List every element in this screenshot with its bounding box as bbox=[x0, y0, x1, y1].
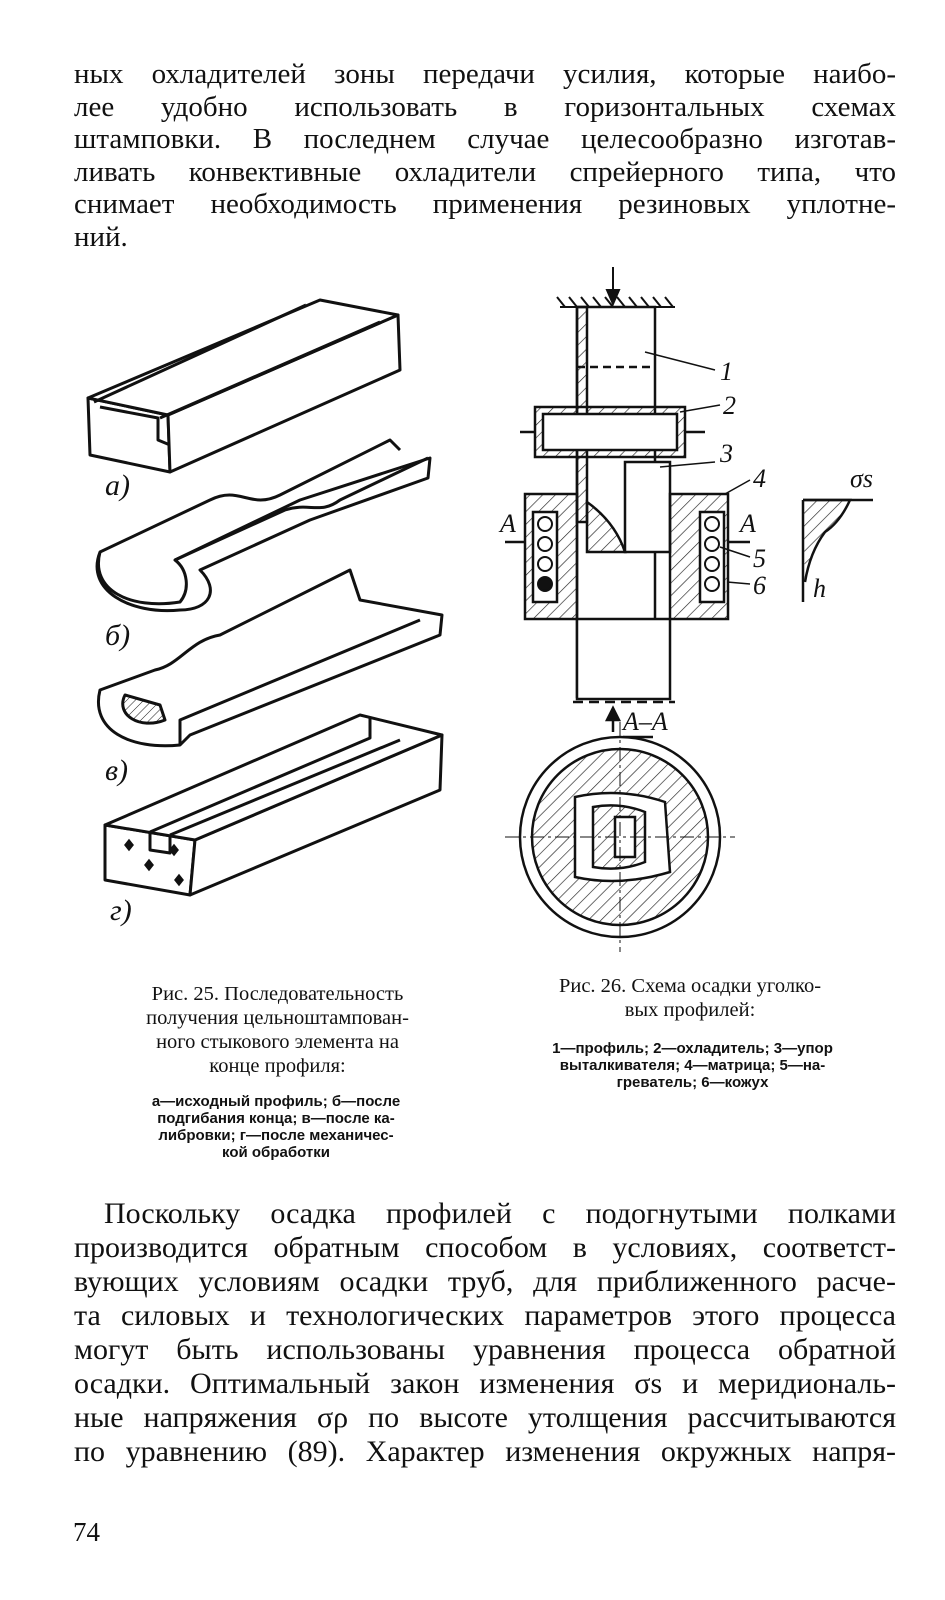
graph-sigma-label: σs bbox=[850, 464, 873, 493]
legend-line: 1—профиль; 2—охладитель; 3—упор bbox=[552, 1040, 833, 1057]
caption-line: ного стыкового элемента на bbox=[156, 1031, 399, 1053]
profile-v-drawing bbox=[97, 568, 444, 748]
legend-line: либровки; г—после механичес- bbox=[158, 1127, 394, 1144]
text-line: осадки. Оптимальный закон изменения σs и… bbox=[74, 1367, 896, 1400]
caption-line: Рис. 25. Последовательность bbox=[151, 983, 404, 1005]
label-v: в) bbox=[105, 754, 128, 787]
label-b: б) bbox=[105, 619, 130, 652]
caption-line: вых профилей: bbox=[624, 999, 756, 1021]
text-line: снимает необходимость применения резинов… bbox=[74, 188, 896, 220]
legend-line: а—исходный профиль; б—после bbox=[151, 1093, 401, 1110]
text-line: Поскольку осадка профилей с подогнутыми … bbox=[104, 1197, 896, 1230]
figure-26-caption: Рис. 26. Схема осадки уголко- вых профил… bbox=[500, 974, 880, 1022]
cooler-part-2 bbox=[520, 405, 705, 459]
figure-25-legend: а—исходный профиль; б—после подгибания к… bbox=[100, 1093, 452, 1161]
text-line: по уравнению (89). Характер изменения ок… bbox=[74, 1435, 896, 1468]
caption-line: получения цельноштампован- bbox=[146, 1007, 409, 1029]
figure-26-upsetting-scheme: 1 2 3 4 5 6 А А А–А σs h bbox=[498, 267, 873, 952]
figure-25-caption: Рис. 25. Последовательность получения це… bbox=[100, 982, 455, 1078]
legend-line: кой обработки bbox=[222, 1144, 330, 1161]
heater-part-5 bbox=[537, 516, 720, 592]
die-part-4 bbox=[523, 492, 730, 621]
caption-line: Рис. 26. Схема осадки уголко- bbox=[558, 975, 822, 997]
text-line: та силовых и технологических параметров … bbox=[74, 1299, 896, 1332]
label-g: г) bbox=[110, 894, 132, 927]
paragraph-bottom: Поскольку осадка профилей с подогнутыми … bbox=[74, 1197, 896, 1469]
text-line: ливать конвективные охладители спрейерно… bbox=[74, 155, 896, 188]
text-line: ний. bbox=[74, 220, 128, 253]
section-a-a-drawing bbox=[505, 722, 735, 952]
text-line: ные напряжения σρ по высоте утолщения ра… bbox=[74, 1401, 896, 1434]
profile-g-drawing bbox=[103, 713, 444, 897]
callout-2: 2 bbox=[723, 391, 736, 420]
figure-26-legend: 1—профиль; 2—охладитель; 3—упор выталкив… bbox=[500, 1040, 885, 1091]
section-mark-left: А bbox=[498, 509, 516, 538]
text-line: вующих условиям осадки труб, для приближ… bbox=[74, 1265, 896, 1298]
label-a: а) bbox=[105, 469, 130, 502]
paragraph-top: ных охладителей зоны передачи усилия, ко… bbox=[74, 58, 896, 253]
profile-a-drawing bbox=[86, 298, 402, 474]
legend-line: выталкивателя; 4—матрица; 5—на- bbox=[559, 1057, 826, 1074]
profile-b-drawing bbox=[95, 438, 432, 613]
section-title: А–А bbox=[621, 707, 668, 736]
legend-line: греватель; 6—кожух bbox=[616, 1074, 769, 1091]
figure-25-profile-sequence: а) б) в) г) bbox=[86, 298, 444, 927]
pusher-stop-part-3 bbox=[585, 460, 672, 554]
callout-6: 6 bbox=[753, 571, 766, 600]
text-line: штамповки. В последнем случае целесообра… bbox=[74, 123, 896, 155]
text-line: производится обратным способом в условия… bbox=[74, 1231, 896, 1264]
text-line: могут быть использованы уравнения процес… bbox=[74, 1333, 896, 1366]
legend-line: подгибания конца; в—после ка- bbox=[157, 1110, 395, 1127]
text-line: лее удобно использовать в горизонтальных… bbox=[74, 90, 896, 123]
section-mark-right: А bbox=[738, 509, 756, 538]
stress-graph bbox=[801, 498, 873, 602]
graph-h-label: h bbox=[813, 574, 826, 603]
callout-5: 5 bbox=[753, 544, 766, 573]
page-number: 74 bbox=[73, 1517, 100, 1547]
callout-3: 3 bbox=[719, 439, 733, 468]
text-line: ных охладителей зоны передачи усилия, ко… bbox=[74, 58, 896, 90]
caption-line: конце профиля: bbox=[209, 1055, 346, 1077]
callout-4: 4 bbox=[753, 464, 766, 493]
callout-1: 1 bbox=[720, 357, 733, 386]
